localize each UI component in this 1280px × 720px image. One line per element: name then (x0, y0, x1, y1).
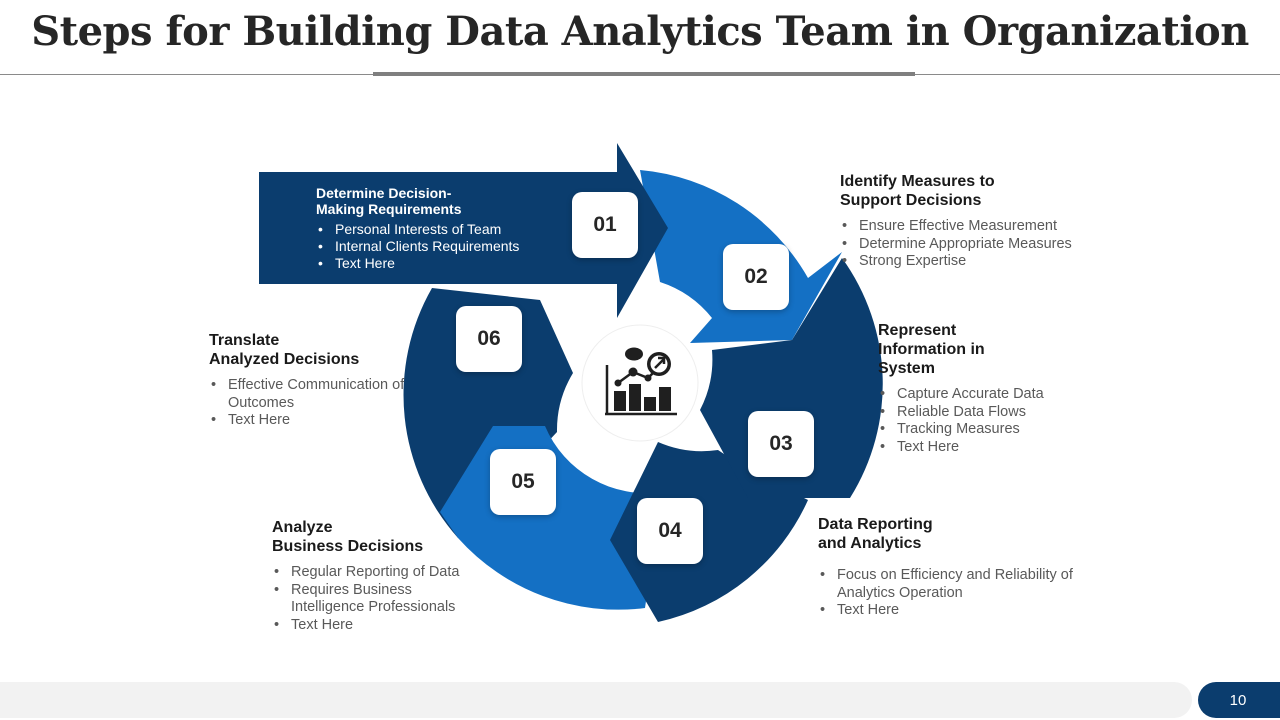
step-03-bullet: Reliable Data Flows (878, 404, 1098, 422)
page-title: Steps for Building Data Analytics Team i… (31, 8, 1249, 55)
step-01-block: Determine Decision- Making Requirements … (316, 185, 586, 272)
step-03-bullet: Tracking Measures (878, 421, 1098, 439)
footer-bar (0, 682, 1192, 718)
step-04-bullets: Focus on Efficiency and Reliability of A… (818, 567, 1088, 620)
step-06-title: Translate Analyzed Decisions (209, 332, 360, 368)
step-05-bullet: Regular Reporting of Data (272, 564, 472, 582)
step-04-bullet: Focus on Efficiency and Reliability of A… (818, 567, 1088, 602)
step-05-title: Analyze Business Decisions (272, 519, 424, 555)
step-number-03: 03 (748, 411, 814, 477)
step-05-block: Analyze Business Decisions Regular Repor… (272, 518, 472, 634)
step-number-04: 04 (637, 498, 703, 564)
title-accent-bar (373, 72, 915, 76)
step-02-title: Identify Measures to Support Decisions (840, 173, 995, 209)
step-04-block: Data Reporting and Analytics Focus on Ef… (818, 515, 1088, 620)
step-01-title: Determine Decision- Making Requirements (316, 185, 462, 217)
arrow-segment-03 (700, 258, 883, 498)
step-02-block: Identify Measures to Support Decisions E… (840, 172, 1100, 271)
center-circle (581, 324, 699, 442)
step-number-06: 06 (456, 306, 522, 372)
step-04-title: Data Reporting and Analytics (818, 516, 933, 552)
step-06-bullet: Text Here (209, 412, 419, 430)
step-02-bullets: Ensure Effective Measurement Determine A… (840, 218, 1100, 271)
arrow-segment-06 (403, 288, 573, 538)
step-03-bullets: Capture Accurate Data Reliable Data Flow… (878, 386, 1098, 456)
step-02-bullet: Determine Appropriate Measures (840, 236, 1100, 254)
analytics-chart-icon (605, 347, 677, 416)
step-06-bullets: Effective Communication of Outcomes Text… (209, 377, 419, 430)
step-04-bullet: Text Here (818, 602, 1088, 620)
step-05-bullets: Regular Reporting of Data Requires Busin… (272, 564, 472, 634)
step-03-bullet: Text Here (878, 439, 1098, 457)
step-06-bullet: Effective Communication of Outcomes (209, 377, 419, 412)
step-number-05: 05 (490, 449, 556, 515)
step-03-title: Represent Information in System (878, 322, 985, 377)
step-05-bullet: Requires Business Intelligence Professio… (272, 582, 472, 617)
step-01-bullets: Personal Interests of Team Internal Clie… (316, 221, 586, 272)
step-01-bullet: Personal Interests of Team (316, 221, 586, 238)
step-02-bullet: Strong Expertise (840, 253, 1100, 271)
step-01-bullet: Text Here (316, 255, 586, 272)
step-03-block: Represent Information in System Capture … (878, 321, 1098, 456)
step-02-bullet: Ensure Effective Measurement (840, 218, 1100, 236)
step-01-bullet: Internal Clients Requirements (316, 238, 586, 255)
step-05-bullet: Text Here (272, 617, 472, 635)
step-06-block: Translate Analyzed Decisions Effective C… (209, 331, 419, 430)
page-number: 10 (1198, 682, 1280, 718)
step-number-02: 02 (723, 244, 789, 310)
step-03-bullet: Capture Accurate Data (878, 386, 1098, 404)
